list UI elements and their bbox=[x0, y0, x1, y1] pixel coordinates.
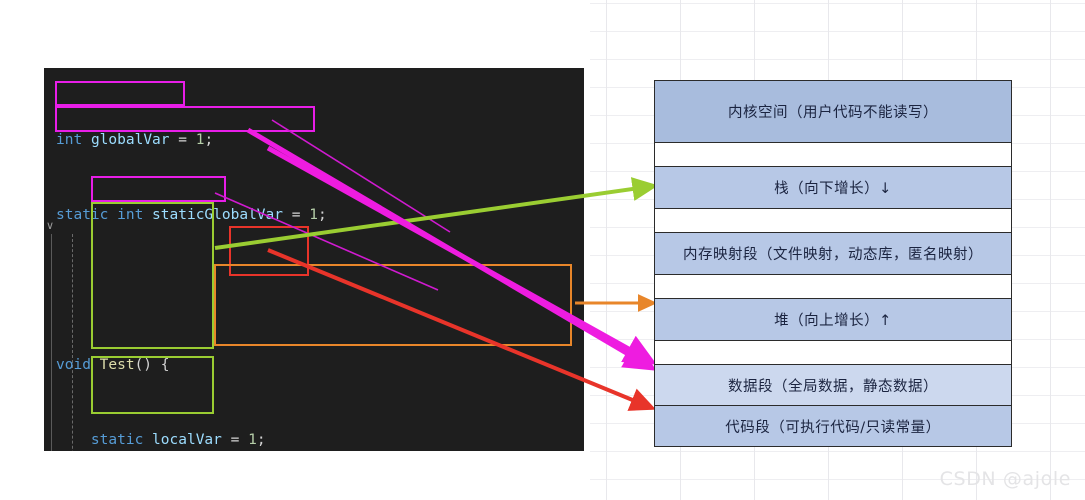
memory-row-code-label: 代码段（可执行代码/只读常量） bbox=[725, 419, 941, 436]
memory-row-kernel-label: 内核空间（用户代码不能读写） bbox=[728, 105, 938, 121]
memory-row-heap: 堆（向上增长）↑ bbox=[654, 298, 1012, 341]
memory-row-data-label: 数据段（全局数据，静态数据） bbox=[728, 378, 938, 395]
code-line-2: static int staticGlobalVar = 1; bbox=[56, 207, 327, 223]
indent-guide-solid bbox=[51, 234, 52, 451]
memory-layout-diagram: 内核空间（用户代码不能读写） 栈（向下增长）↓ 内存映射段（文件映射，动态库，匿… bbox=[654, 80, 1012, 447]
memory-row-data: 数据段（全局数据，静态数据） bbox=[654, 364, 1012, 406]
memory-row-stack: 栈（向下增长）↓ bbox=[654, 166, 1012, 209]
memory-row-gap-4 bbox=[654, 340, 1012, 365]
code-line-5: static localVar = 1; bbox=[90, 432, 266, 448]
memory-row-gap-2 bbox=[654, 208, 1012, 233]
memory-row-mmap-label: 内存映射段（文件映射，动态库，匿名映射） bbox=[683, 247, 983, 263]
code-editor-panel[interactable]: ∨ int globalVar = 1; static int staticGl… bbox=[44, 68, 584, 451]
code-line-3 bbox=[44, 278, 584, 303]
memory-row-code: 代码段（可执行代码/只读常量） bbox=[654, 405, 1012, 447]
memory-row-mmap: 内存映射段（文件映射，动态库，匿名映射） bbox=[654, 232, 1012, 275]
code-line-4: void Test() { bbox=[56, 357, 170, 373]
csdn-watermark: CSDN @ajole bbox=[939, 468, 1071, 490]
indent-guide-dashed bbox=[72, 234, 73, 451]
memory-row-gap-3 bbox=[654, 274, 1012, 299]
memory-row-heap-label: 堆（向上增长）↑ bbox=[774, 313, 892, 329]
code-line-1: int globalVar = 1; bbox=[56, 132, 214, 148]
memory-row-gap-1 bbox=[654, 142, 1012, 167]
memory-row-stack-label: 栈（向下增长）↓ bbox=[774, 181, 892, 197]
memory-row-kernel: 内核空间（用户代码不能读写） bbox=[654, 80, 1012, 143]
code-fold-chevron-icon[interactable]: ∨ bbox=[46, 220, 55, 232]
code-lines: int globalVar = 1; static int staticGlob… bbox=[44, 78, 584, 451]
